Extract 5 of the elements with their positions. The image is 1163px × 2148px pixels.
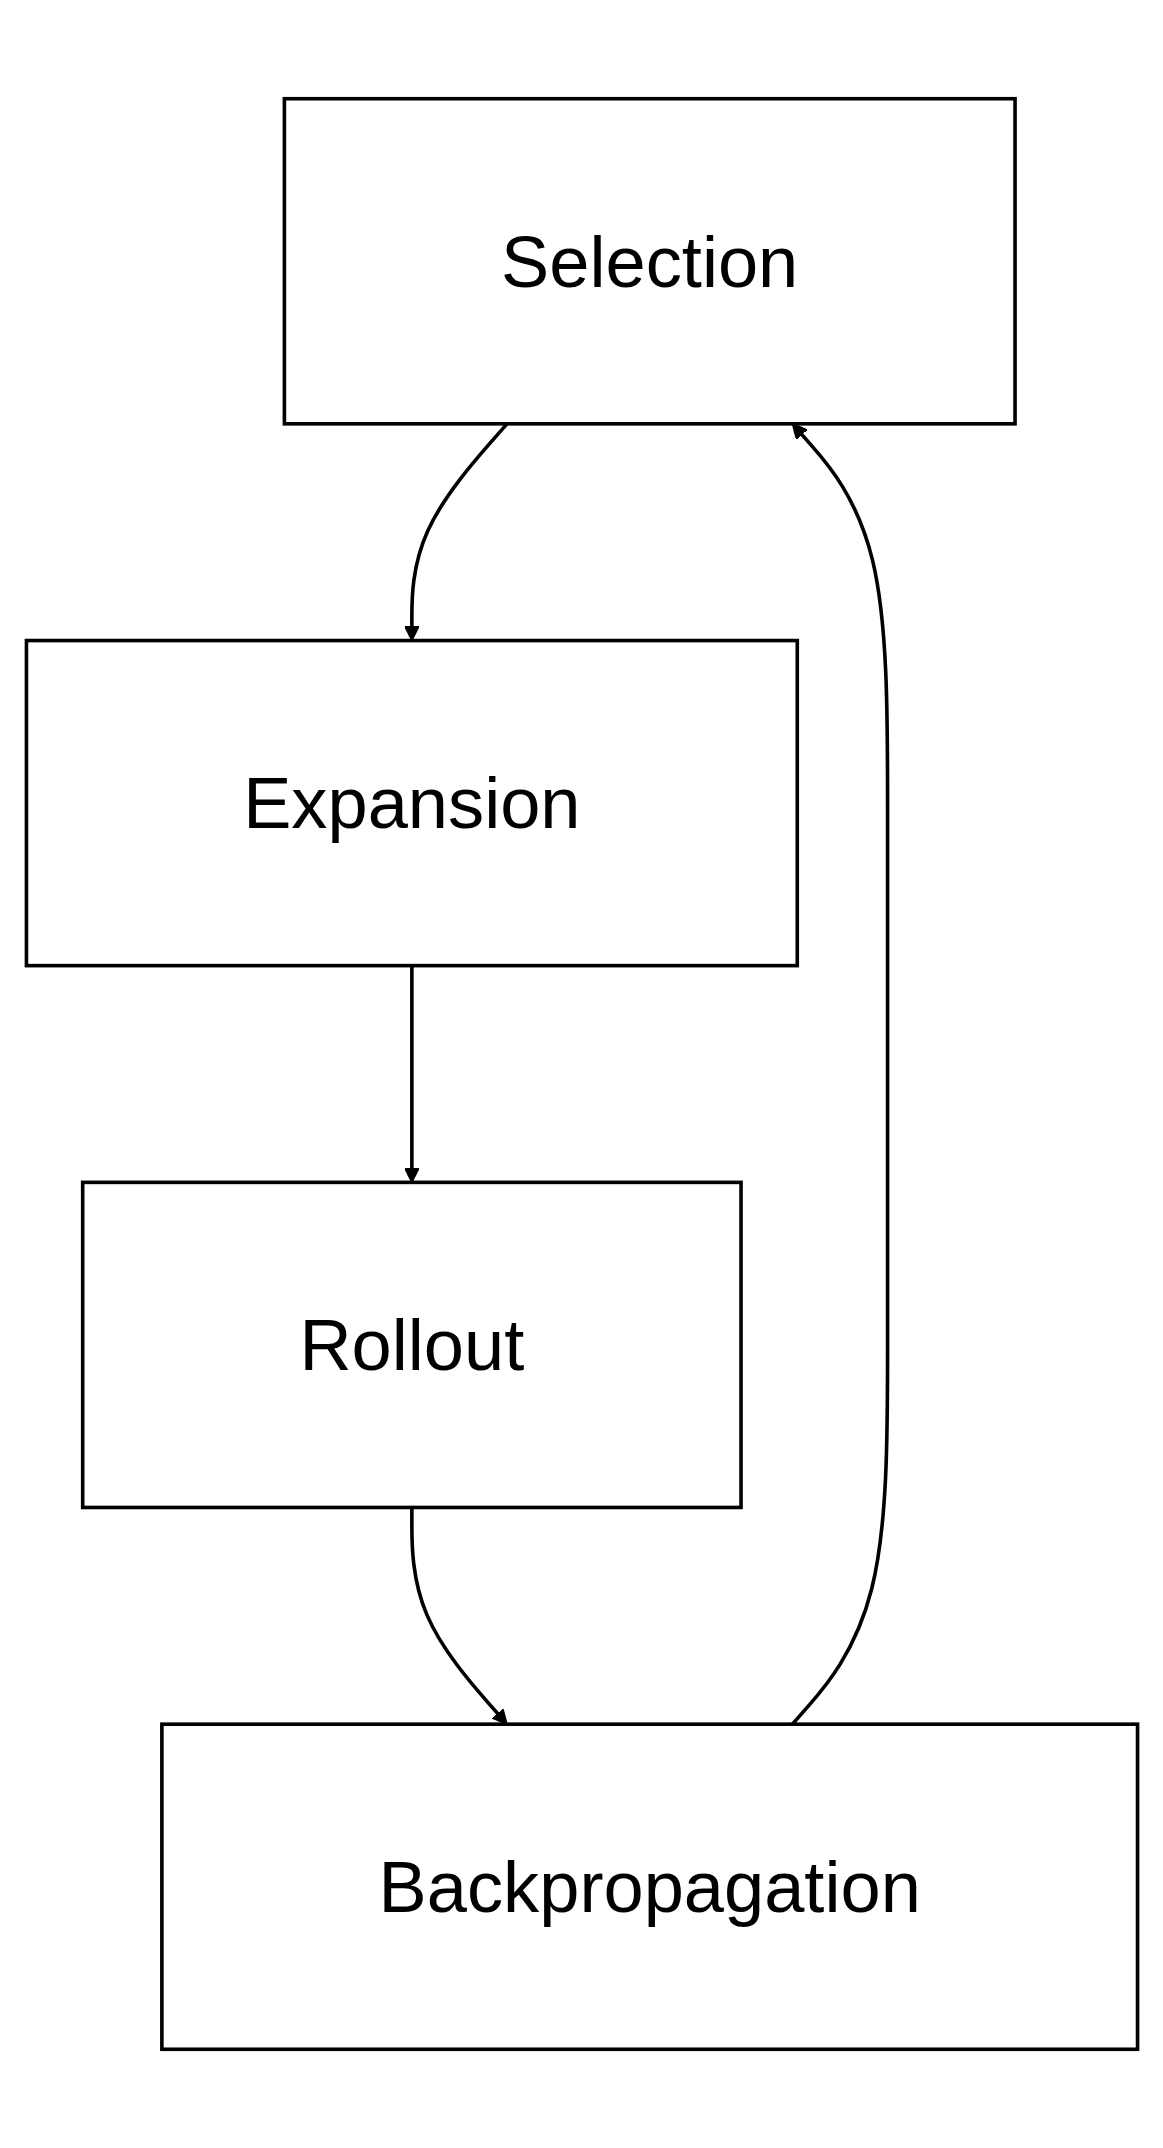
node-box: Expansion: [24, 638, 799, 968]
node-box: Rollout: [80, 1180, 743, 1510]
node-box: Backpropagation: [159, 1722, 1139, 2052]
arrow: [409, 1507, 508, 1725]
node-box: Selection: [282, 96, 1017, 426]
